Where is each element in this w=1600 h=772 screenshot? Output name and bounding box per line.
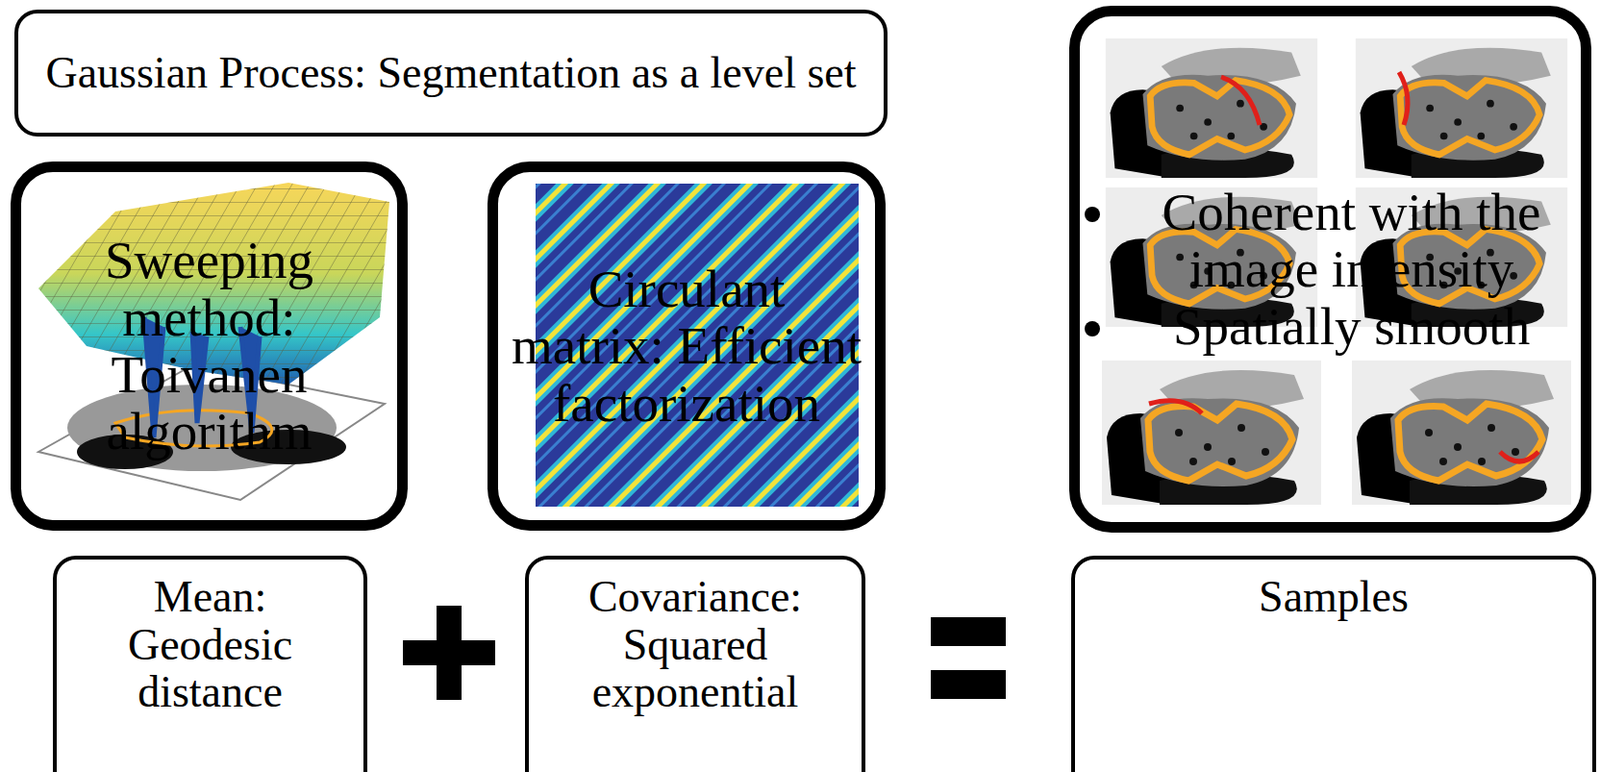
- method-box: Circulant matrix: Efficient factorizatio…: [487, 161, 886, 531]
- equals-symbol: [930, 670, 1006, 700]
- method-box: Sweeping method: Toivanen algorithm: [10, 161, 408, 531]
- bullet-text: Spatially smooth: [1122, 298, 1581, 355]
- mean-box: Mean: Geodesic distance: [52, 555, 368, 772]
- node-label: Covariance: Squared exponential: [528, 573, 862, 717]
- node-label: Sweeping method: Toivanen algorithm: [21, 231, 398, 461]
- samples-box: Samples: [1071, 555, 1597, 772]
- bullet-text: Coherent with the image intensity: [1122, 183, 1581, 299]
- node-label: Gaussian Process: Segmentation as a leve…: [35, 49, 866, 98]
- equals-symbol: [930, 617, 1006, 647]
- samples-image-box: Coherent with the image intensitySpatial…: [1069, 5, 1592, 533]
- plus-symbol: [402, 605, 496, 700]
- title-box: Gaussian Process: Segmentation as a leve…: [14, 9, 888, 137]
- bullet-list: Coherent with the image intensitySpatial…: [1079, 183, 1581, 355]
- node-label: Samples: [1249, 573, 1419, 622]
- node-label: Mean: Geodesic distance: [56, 573, 364, 717]
- node-label: Circulant matrix: Efficient factorizatio…: [498, 260, 875, 432]
- covariance-box: Covariance: Squared exponential: [525, 555, 866, 772]
